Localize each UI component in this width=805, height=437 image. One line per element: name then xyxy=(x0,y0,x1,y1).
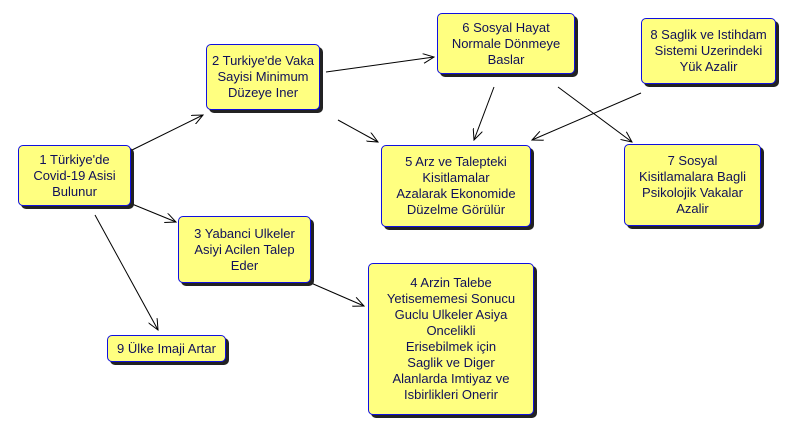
edge-1-3 xyxy=(131,203,176,222)
edge-3-4 xyxy=(310,282,364,306)
node-7[interactable]: 7 Sosyal Kisitlamalara Bagli Psikolojik … xyxy=(624,144,761,226)
edge-2-6 xyxy=(325,57,434,73)
node-3[interactable]: 3 Yabanci Ulkeler Asiyi Acilen Talep Ede… xyxy=(178,216,311,283)
edge-6-5 xyxy=(474,86,495,140)
node-6[interactable]: 6 Sosyal Hayat Normale Dönmeye Baslar xyxy=(437,13,575,74)
node-5[interactable]: 5 Arz ve Talepteki Kisitlamalar Azalarak… xyxy=(381,145,531,227)
node-9[interactable]: 9 Ülke Imaji Artar xyxy=(107,335,226,362)
node-2[interactable]: 2 Turkiye'de Vaka Sayisi Minimum Düzeye … xyxy=(206,44,320,110)
edge-8-5 xyxy=(532,92,642,140)
edge-6-7 xyxy=(557,86,632,142)
edge-1-2 xyxy=(131,115,203,151)
node-1[interactable]: 1 Türkiye'de Covid-19 Asisi Bulunur xyxy=(18,145,131,206)
edge-1-9 xyxy=(94,214,158,330)
node-8[interactable]: 8 Saglik ve Istihdam Sistemi Uzerindeki … xyxy=(641,18,776,84)
node-4[interactable]: 4 Arzin Talebe Yetisememesi Sonucu Guclu… xyxy=(368,263,534,415)
edge-2-5 xyxy=(337,119,378,142)
